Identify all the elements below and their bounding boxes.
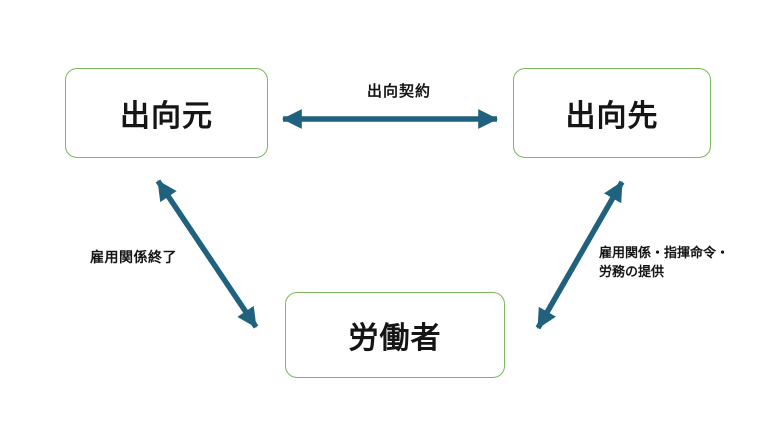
- node-rodosha-label: 労働者: [348, 322, 442, 355]
- node-shukko-moto-label: 出向元: [120, 100, 213, 133]
- edge-label-employment-relation-line2: 労務の提供: [599, 264, 665, 279]
- edge-label-employment-relation-line1: 雇用関係・指揮命令・: [599, 245, 730, 260]
- edge-label-secondment-contract: 出向契約: [366, 83, 431, 100]
- node-shukko-saki-label: 出向先: [565, 100, 659, 133]
- double-arrow-employment-relation: [535, 180, 625, 330]
- node-shukko-moto: 出向元: [65, 68, 268, 158]
- double-arrow-employment-end: [155, 179, 259, 329]
- node-shukko-saki: 出向先: [513, 68, 711, 158]
- edge-label-employment-relation: 雇用関係・指揮命令・ 労務の提供: [599, 243, 729, 281]
- edge-label-employment-end: 雇用関係終了: [90, 249, 177, 265]
- node-rodosha: 労働者: [285, 292, 505, 378]
